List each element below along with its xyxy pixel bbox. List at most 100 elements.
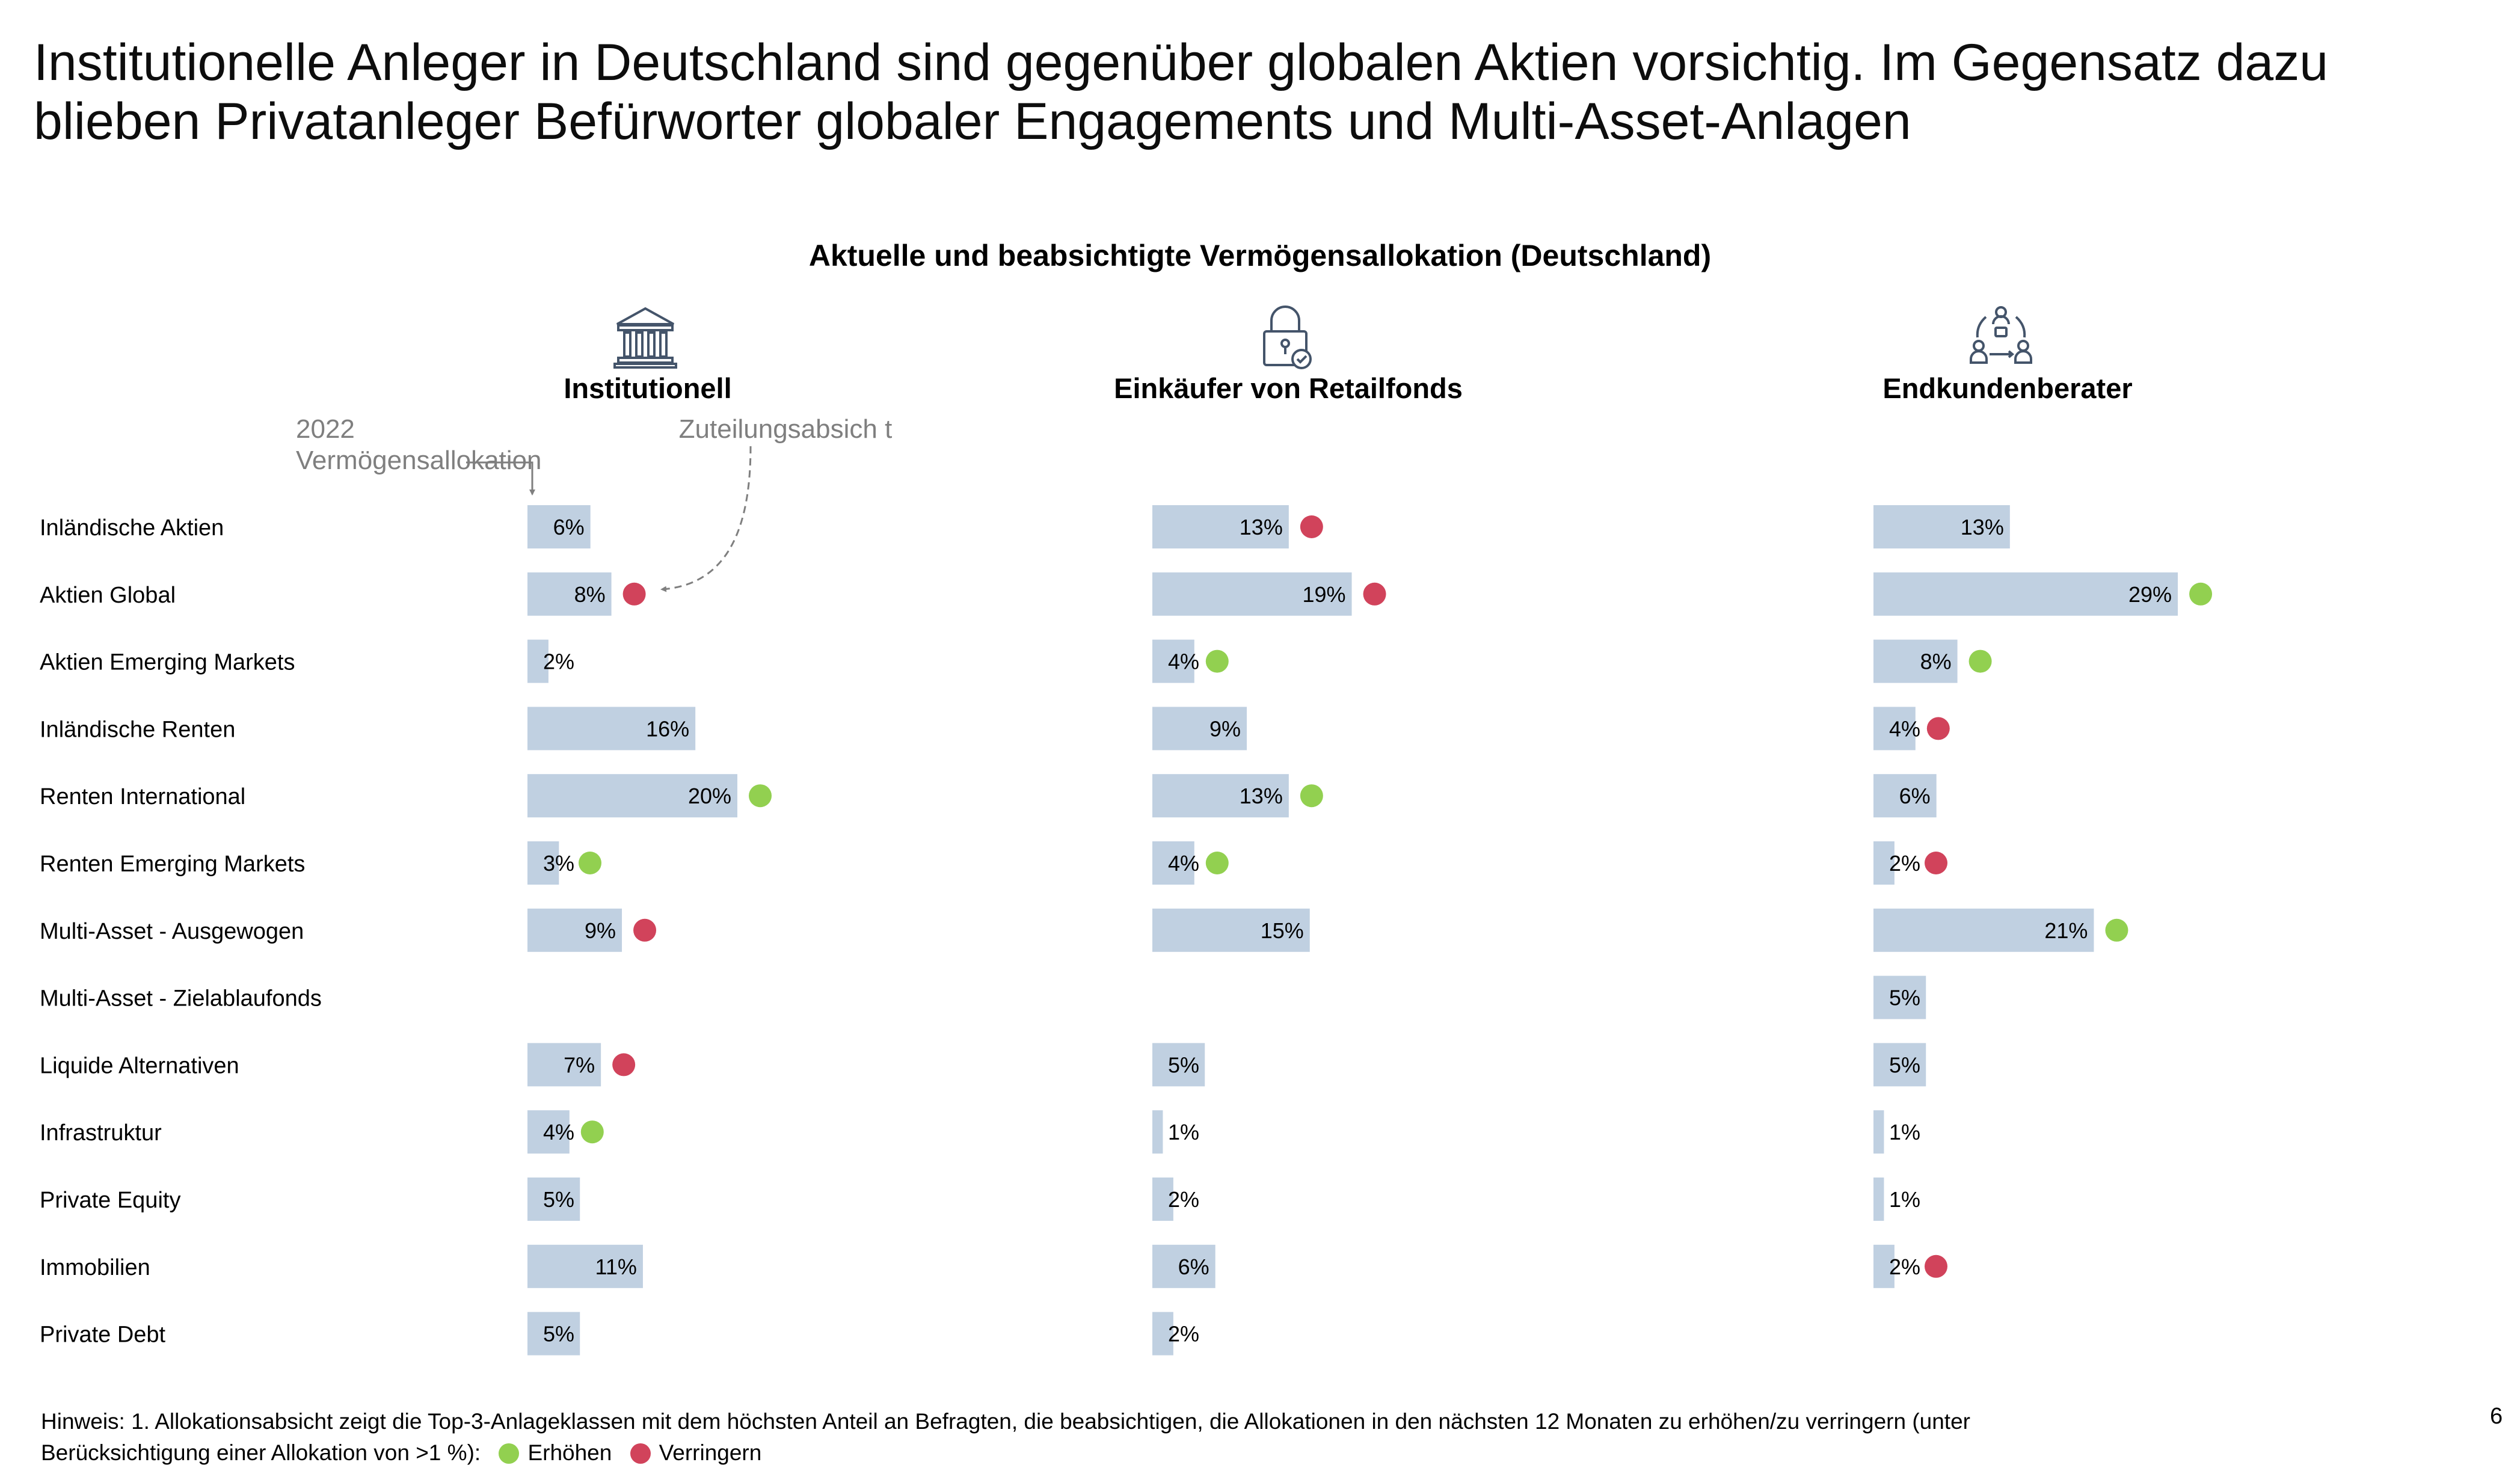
data-label: 5%: [1168, 1052, 1199, 1077]
data-label: 4%: [1889, 716, 1920, 741]
bar: [1152, 639, 1194, 683]
bar: [1873, 1043, 1926, 1087]
bar: [1152, 1043, 1205, 1087]
page-number: 6: [2490, 1404, 2503, 1429]
data-label: 2%: [1889, 1254, 1920, 1279]
bar: [1873, 572, 2178, 616]
decrease-dot: [1363, 582, 1386, 606]
decrease-dot: [612, 1053, 636, 1076]
bar: [527, 1043, 601, 1087]
bar: [1873, 1110, 1884, 1154]
data-label: 1%: [1889, 1120, 1920, 1144]
data-label: 8%: [1920, 649, 1952, 674]
category-label: Infrastruktur: [40, 1120, 162, 1146]
increase-dot: [1968, 649, 1992, 673]
data-label: 2%: [1168, 1187, 1199, 1212]
data-label: 2%: [543, 649, 574, 674]
bar: [1873, 1178, 1884, 1221]
data-label: 13%: [1961, 515, 2004, 539]
bar: [527, 572, 612, 616]
data-label: 19%: [1302, 582, 1345, 607]
data-label: 4%: [543, 1120, 574, 1144]
category-label: Renten Emerging Markets: [40, 852, 305, 877]
category-label: Immobilien: [40, 1255, 150, 1280]
bar: [527, 505, 591, 548]
decrease-dot: [622, 582, 646, 606]
bar: [1873, 975, 1926, 1019]
chart-title: Aktuelle und beabsichtigte Vermögensallo…: [808, 239, 1712, 272]
legend-increase-label: Erhöhen: [527, 1440, 612, 1465]
column-header-institutionell: Institutionell: [564, 372, 732, 404]
decrease-dot: [1926, 717, 1950, 740]
data-label: 21%: [2044, 918, 2088, 943]
page-title: Institutionelle Anleger in Deutschland s…: [34, 34, 2329, 150]
increase-dot: [579, 852, 601, 874]
data-label: 4%: [1168, 851, 1199, 876]
bar: [1152, 572, 1352, 616]
category-label: Inländische Renten: [40, 717, 235, 742]
column-header-retailfonds: Einkäufer von Retailfonds: [1114, 372, 1463, 404]
data-label: 5%: [543, 1187, 574, 1212]
bar: [1152, 1110, 1163, 1154]
data-label: 4%: [1168, 649, 1199, 674]
category-label: Liquide Alternativen: [40, 1053, 239, 1078]
data-label: 5%: [1889, 1052, 1920, 1077]
legend-decrease-dot: [630, 1443, 651, 1464]
decrease-dot: [633, 918, 657, 942]
bar: [527, 1244, 643, 1288]
bar: [527, 774, 737, 818]
data-label: 15%: [1261, 918, 1304, 943]
increase-dot: [749, 784, 772, 808]
column-header-endkundenberater: Endkundenberater: [1882, 372, 2133, 404]
bar: [1152, 1244, 1215, 1288]
category-label: Multi-Asset - Ausgewogen: [40, 919, 304, 944]
data-label: 6%: [1178, 1254, 1209, 1279]
bar: [1152, 774, 1289, 818]
footnote: Hinweis: 1. Allokationsabsicht zeigt die…: [41, 1406, 2146, 1469]
bar: [527, 908, 622, 952]
data-label: 7%: [564, 1052, 595, 1077]
data-label: 9%: [1209, 716, 1241, 741]
data-label: 20%: [688, 784, 731, 808]
bar: [527, 841, 559, 885]
category-label: Private Equity: [40, 1188, 180, 1213]
data-label: 1%: [1889, 1187, 1920, 1212]
increase-dot: [1205, 649, 1229, 673]
increase-dot: [580, 1120, 604, 1144]
data-label: 29%: [2128, 582, 2172, 607]
bar: [1873, 841, 1895, 885]
bar: [1873, 505, 2010, 548]
legend-increase-dot: [499, 1443, 520, 1464]
category-label: Renten International: [40, 784, 245, 809]
bar: [527, 1110, 570, 1154]
data-label: 16%: [646, 716, 689, 741]
data-label: 2%: [1889, 851, 1920, 876]
data-label: 9%: [585, 918, 616, 943]
data-label: 6%: [553, 515, 585, 539]
category-label: Private Debt: [40, 1322, 166, 1348]
increase-dot: [1205, 852, 1229, 874]
bar: [527, 1312, 580, 1356]
increase-dot: [2105, 918, 2128, 942]
annotation-intention: Zuteilungsabsich t: [678, 414, 893, 444]
data-label: 11%: [595, 1254, 637, 1279]
bar: [1152, 841, 1194, 885]
decrease-dot: [1925, 852, 1947, 874]
bar: [1152, 505, 1289, 548]
data-label: 2%: [1168, 1322, 1199, 1346]
increase-dot: [1300, 784, 1323, 808]
data-label: 5%: [543, 1322, 574, 1346]
category-label: Aktien Global: [40, 583, 176, 608]
annotation-arrows: [466, 446, 752, 592]
data-label: 8%: [574, 582, 606, 607]
category-label: Aktien Emerging Markets: [40, 650, 295, 675]
bank-icon: [613, 307, 677, 369]
bar: [1152, 1312, 1173, 1356]
legend-decrease-label: Verringern: [659, 1440, 762, 1465]
bar: [1152, 908, 1310, 952]
increase-dot: [2189, 582, 2213, 606]
bar: [1873, 774, 1937, 818]
bar: [527, 1178, 580, 1221]
data-label: 1%: [1168, 1120, 1199, 1144]
